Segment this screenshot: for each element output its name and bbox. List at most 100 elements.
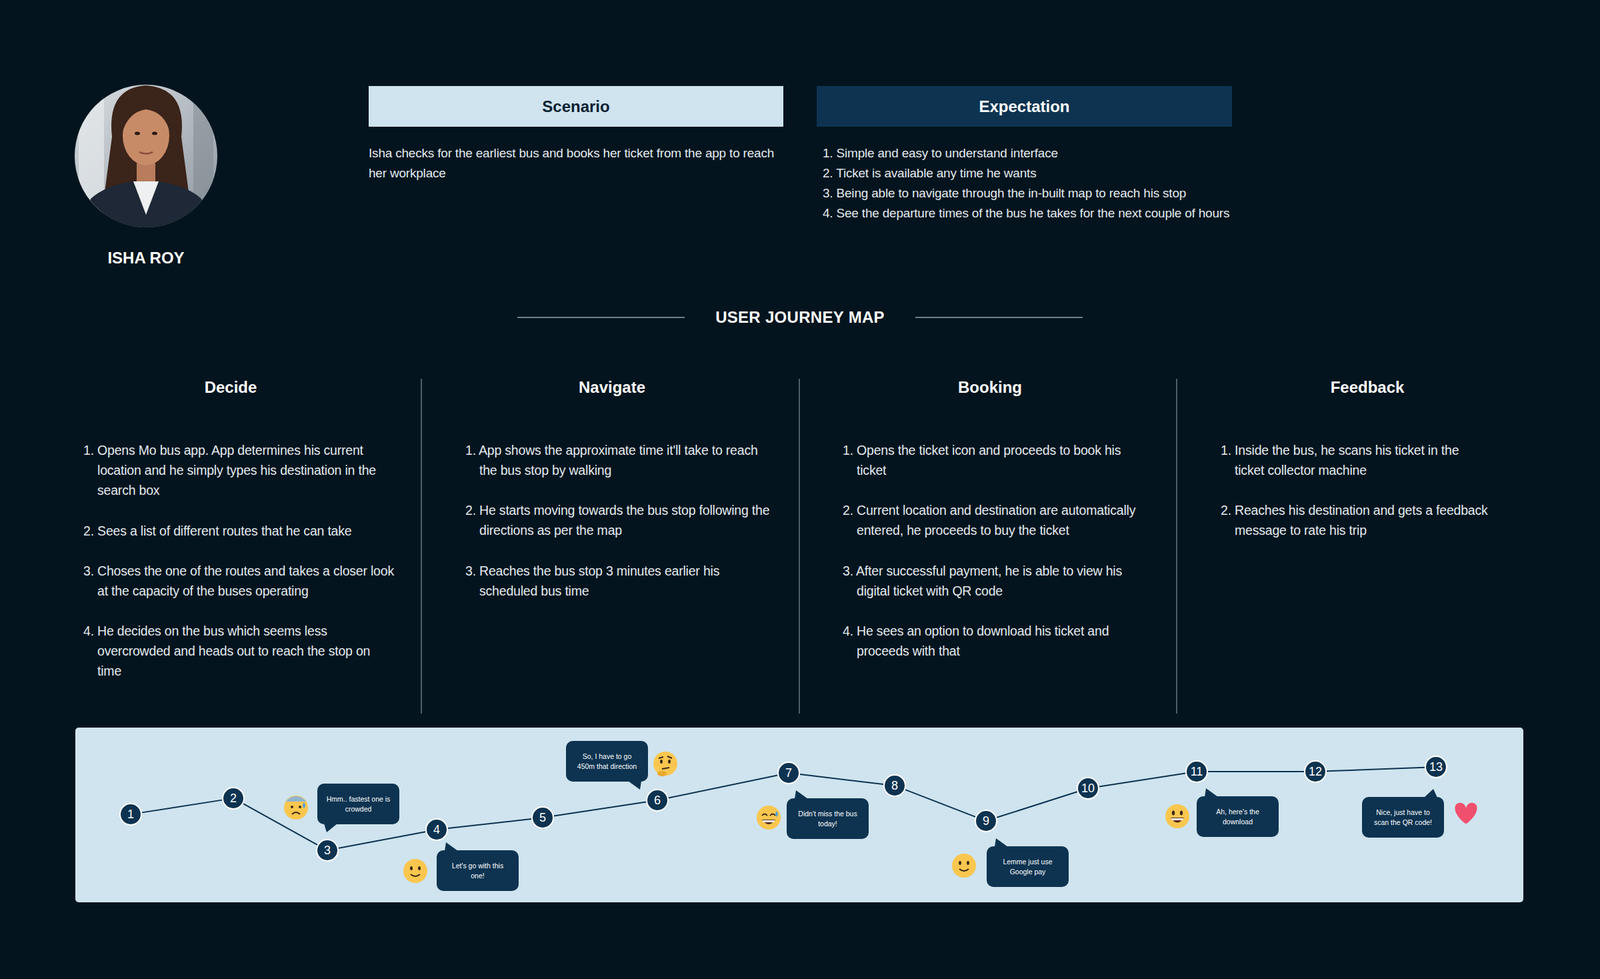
emoji-brow	[658, 756, 664, 758]
stage-heading: Booking	[856, 378, 1124, 397]
step-item: 1. Opens the ticket icon and proceeds to…	[842, 440, 1140, 480]
box-body: 1. Simple and easy to understand interfa…	[822, 143, 1270, 224]
emoji-sweat	[775, 810, 778, 817]
step-number: 4	[433, 822, 440, 837]
step-number: 3	[324, 843, 331, 858]
step-number: 1	[127, 807, 134, 822]
bubble-text: Ah, here's the download	[1204, 806, 1271, 826]
journey-connector	[1099, 773, 1186, 787]
emoji-face	[403, 858, 428, 883]
step-circle: 5	[531, 806, 554, 829]
bubble-body	[566, 740, 648, 782]
emoji-eye	[1180, 810, 1183, 816]
journey-connector	[668, 774, 778, 798]
emoji-eye	[958, 860, 962, 865]
emoji-eye	[298, 805, 302, 808]
bubble-tail	[994, 838, 1008, 847]
diagram-title: USER JOURNEY MAP	[666, 308, 934, 327]
avatar-shirt	[133, 181, 159, 215]
step-number: 8	[891, 778, 898, 793]
emoji-hand	[657, 770, 667, 776]
speech-bubble: Nice, just have to scan the QR code!	[1362, 796, 1444, 838]
step-circle: 1	[119, 802, 142, 826]
step-number: 7	[785, 766, 792, 780]
bubble-shape	[317, 783, 400, 824]
journey-connector	[142, 800, 222, 813]
bubble-tail	[324, 823, 338, 832]
journey-connector	[800, 774, 884, 784]
journey-connector	[448, 818, 532, 828]
emoji-face	[653, 751, 678, 776]
emoji-grin	[1165, 804, 1190, 828]
speech-bubble: So, I have to go 450m that direction	[566, 740, 648, 782]
stage-heading: Feedback	[1234, 378, 1501, 397]
header-box: ScenarioIsha checks for the earliest bus…	[368, 86, 784, 127]
step-circle: 11	[1185, 760, 1208, 783]
emoji-eye	[762, 814, 768, 816]
speech-bubble: Let's go with this one!	[436, 850, 519, 891]
bubble-text: Let's go with this one!	[444, 860, 511, 880]
journey-connector	[554, 802, 646, 816]
bubble-text: So, I have to go 450m that direction	[574, 751, 640, 770]
step-circle: 3	[316, 838, 339, 862]
emoji-mouth	[662, 767, 670, 769]
stage-heading: Decide	[97, 378, 364, 397]
step-circle: 4	[425, 818, 448, 841]
step-item: 4. He sees an option to download his tic…	[842, 620, 1140, 661]
column-divider	[1176, 378, 1178, 714]
step-number: 9	[982, 814, 990, 828]
step-circle: 9	[974, 809, 998, 832]
emoji-teeth	[762, 820, 775, 822]
bubble-shape	[436, 850, 519, 891]
expectation-item: 2. Ticket is available any time he wants	[822, 163, 1270, 184]
bubble-tail	[628, 780, 642, 790]
step-item: 2. Sees a list of different routes that …	[83, 520, 394, 541]
emoji-eye	[966, 860, 970, 865]
emoji-eye	[770, 814, 776, 816]
emoji-mouth	[1170, 817, 1184, 823]
journey-panel	[75, 727, 1524, 902]
step-number: 6	[654, 793, 661, 808]
emoji-eye	[410, 866, 413, 870]
step-circle: 13	[1424, 755, 1448, 778]
bubble-tail	[444, 842, 458, 851]
box-heading: Expectation	[816, 86, 1232, 127]
expectation-item: 4. See the departure times of the bus he…	[822, 203, 1270, 224]
step-circle: 8	[883, 774, 906, 797]
emoji-thinking	[653, 751, 678, 776]
journey-connector	[1326, 767, 1425, 772]
step-item: 2. Current location and destination are …	[842, 500, 1140, 540]
emoji-teeth	[1171, 818, 1184, 820]
bubble-tail	[794, 790, 808, 799]
emoji-eye	[660, 759, 663, 764]
bubble-body	[986, 846, 1069, 887]
step-item: 1. Inside the bus, he scans his ticket i…	[1220, 440, 1490, 480]
emoji-mouth	[410, 874, 420, 876]
bubble-shape	[1362, 796, 1444, 838]
bubble-body	[317, 783, 400, 824]
emoji-eye	[1172, 810, 1175, 816]
box-heading: Scenario	[368, 86, 784, 127]
heart-icon	[1454, 802, 1477, 824]
bubble-shape	[986, 846, 1069, 887]
step-item: 3. Reaches the bus stop 3 minutes earlie…	[465, 560, 772, 601]
scenario-text: Isha checks for the earliest bus and boo…	[368, 143, 779, 184]
avatar-mouth	[139, 152, 153, 154]
emoji-mouth	[292, 812, 300, 814]
step-item: 2. He starts moving towards the bus stop…	[465, 500, 772, 540]
title-rule	[915, 316, 1083, 318]
persona-name: ISHA ROY	[79, 248, 213, 268]
bubble-body	[436, 850, 519, 891]
bubble-tail	[1204, 788, 1218, 797]
step-number: 13	[1429, 760, 1443, 774]
step-item: 2. Reaches his destination and gets a fe…	[1220, 500, 1490, 540]
bubble-text: Hmm.. fastest one is crowded	[325, 794, 392, 813]
box-body: Isha checks for the earliest bus and boo…	[368, 143, 779, 184]
emoji-sweat	[302, 802, 306, 808]
avatar-hair	[122, 100, 170, 134]
bubble-shape	[566, 740, 648, 782]
expectation-item: 1. Simple and easy to understand interfa…	[822, 143, 1270, 164]
heart-shape	[1454, 802, 1477, 824]
